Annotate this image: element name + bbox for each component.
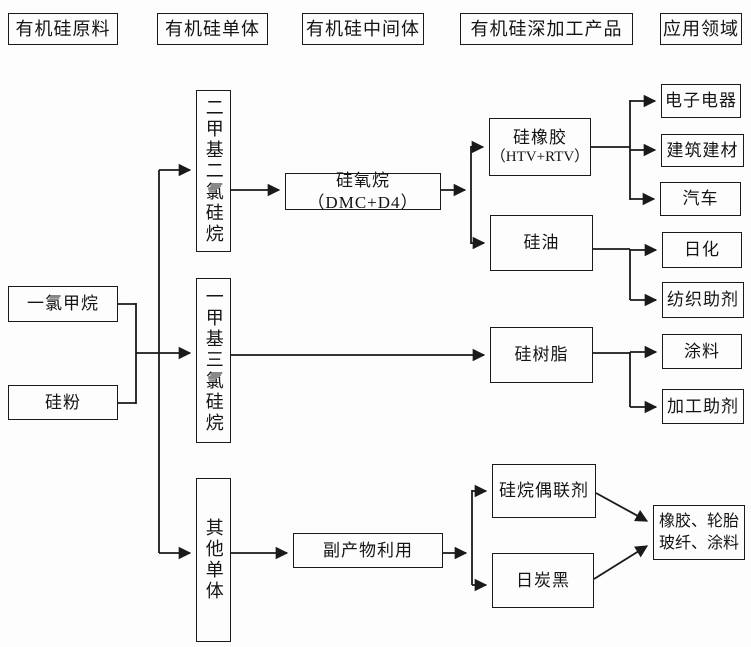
node-electronics: 电子电器 [661, 84, 741, 118]
node-automobile: 汽车 [660, 182, 741, 216]
node-silicone-oil: 硅油 [490, 215, 593, 271]
node-rubber-tire-glass-fiber-coatings: 橡胶、轮胎 玻纤、涂料 [653, 505, 745, 560]
node-silicone-resin: 硅树脂 [490, 327, 593, 383]
silicone-rubber-name: 硅橡胶 [513, 128, 567, 147]
node-siloxane: 硅氧烷（DMC+D4） [285, 171, 441, 212]
node-silicon-powder: 硅粉 [8, 385, 118, 420]
node-processing-aids: 加工助剂 [662, 389, 744, 424]
header-applications: 应用领域 [660, 13, 742, 45]
header-processed-products: 有机硅深加工产品 [460, 13, 633, 45]
node-dimethyldichlorosilane: 二甲基二氯硅烷 [196, 90, 231, 252]
header-intermediates: 有机硅中间体 [302, 13, 424, 45]
combined-application-line2: 玻纤、涂料 [658, 534, 739, 552]
node-coatings: 涂料 [662, 334, 742, 369]
combined-application-line1: 橡胶、轮胎 [658, 512, 739, 530]
silicone-rubber-types: （HTV+RTV） [490, 149, 590, 166]
node-silane-coupling-agent: 硅烷偶联剂 [492, 464, 596, 518]
header-raw-materials: 有机硅原料 [8, 13, 118, 45]
header-monomers: 有机硅单体 [157, 13, 268, 45]
node-chloromethane: 一氯甲烷 [8, 286, 118, 322]
node-daily-chemicals: 日化 [662, 232, 742, 268]
node-silicone-rubber: 硅橡胶 （HTV+RTV） [489, 118, 591, 176]
node-byproduct-utilization: 副产物利用 [293, 533, 443, 568]
node-other-monomers: 其他单体 [196, 478, 231, 642]
node-construction: 建筑建材 [661, 134, 744, 167]
node-carbon-black: 日炭黑 [492, 553, 594, 608]
node-textile-auxiliaries: 纺织助剂 [662, 282, 744, 318]
node-methyltrichlorosilane: 一甲基三氯硅烷 [196, 278, 231, 443]
